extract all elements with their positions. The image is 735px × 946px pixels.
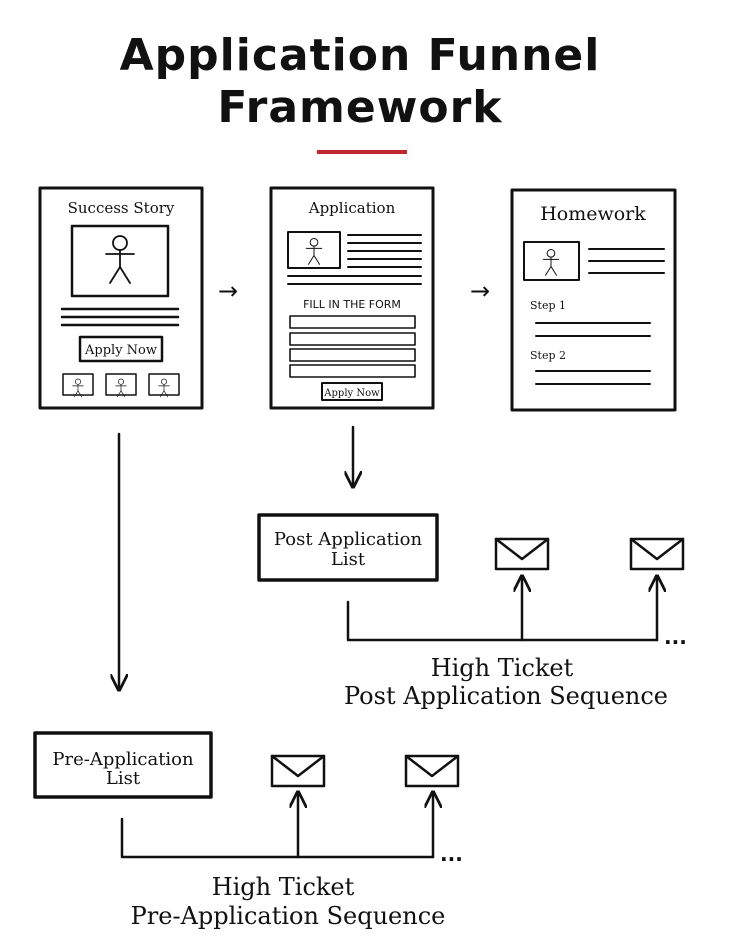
homework-image bbox=[523, 241, 580, 281]
pre-application-sequence: ... High Ticket Pre-Application Sequence bbox=[120, 754, 463, 930]
post-sequence-line-1: High Ticket bbox=[431, 654, 574, 682]
post-sequence-line-2: Post Application Sequence bbox=[344, 682, 668, 710]
title-line-2: Framework bbox=[217, 82, 503, 133]
post-application-sequence: ... High Ticket Post Application Sequenc… bbox=[344, 537, 687, 710]
application-heading: Application bbox=[308, 199, 396, 217]
envelope-icon bbox=[270, 754, 326, 788]
application-image bbox=[287, 231, 341, 269]
form-field-2 bbox=[289, 332, 416, 346]
apply-now-button bbox=[78, 335, 164, 363]
step-2-label: Step 2 bbox=[530, 349, 566, 362]
arrow-right-icon: → bbox=[218, 277, 238, 305]
pre-list-line-1: Pre-Application bbox=[52, 749, 194, 770]
homework-page: Homework Step 1 Step 2 bbox=[510, 188, 677, 412]
apply-now-label: Apply Now bbox=[84, 343, 157, 358]
post-list-line-2: List bbox=[331, 549, 366, 570]
pre-application-list: Pre-Application List bbox=[33, 731, 213, 799]
form-heading: FILL IN THE FORM bbox=[303, 298, 401, 311]
success-story-heading: Success Story bbox=[68, 199, 175, 217]
thumbnail-1 bbox=[62, 373, 94, 396]
success-story-page: Success Story Apply Now bbox=[38, 186, 204, 410]
application-apply-now-button bbox=[321, 382, 383, 401]
success-story-image bbox=[70, 224, 170, 298]
post-application-list: Post Application List bbox=[257, 513, 439, 582]
form-field-4 bbox=[289, 364, 416, 378]
stick-figure-icon bbox=[105, 235, 135, 284]
post-sequence-ellipsis: ... bbox=[664, 625, 687, 649]
thumbnail-3 bbox=[148, 373, 180, 396]
pre-sequence-line-2: Pre-Application Sequence bbox=[131, 902, 446, 930]
form-field-3 bbox=[289, 348, 416, 362]
envelope-icon bbox=[629, 537, 685, 571]
pre-sequence-ellipsis: ... bbox=[440, 842, 463, 866]
form-field-1 bbox=[289, 315, 416, 329]
pre-list-line-2: List bbox=[106, 768, 141, 789]
homework-heading: Homework bbox=[540, 203, 646, 225]
title-line-1: Application Funnel bbox=[120, 30, 601, 81]
application-page: Application FILL IN THE FORM Apply Now bbox=[269, 186, 435, 410]
title-underline bbox=[317, 150, 407, 154]
application-apply-now-label: Apply Now bbox=[323, 388, 380, 399]
arrow-right-icon: → bbox=[470, 277, 490, 305]
envelope-icon bbox=[404, 754, 460, 788]
pre-sequence-line-1: High Ticket bbox=[212, 873, 355, 901]
post-list-line-1: Post Application bbox=[274, 529, 423, 550]
step-1-label: Step 1 bbox=[530, 299, 566, 312]
envelope-icon bbox=[494, 537, 550, 571]
thumbnail-2 bbox=[105, 373, 137, 396]
